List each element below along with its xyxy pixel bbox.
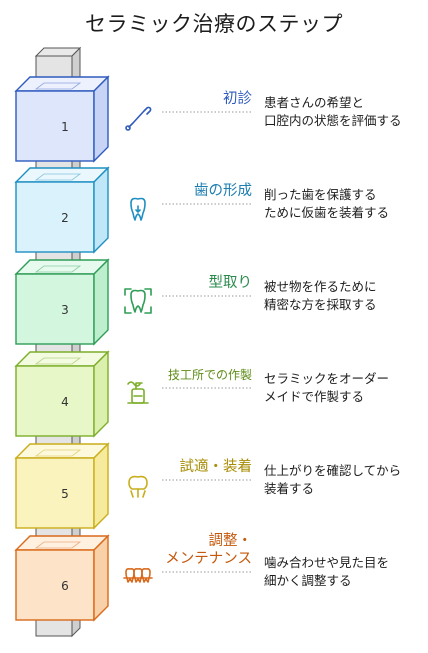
step-block-2: 2 — [14, 166, 110, 254]
tooth-scan-icon — [124, 288, 152, 314]
step-description-line: 細かく調整する — [264, 573, 352, 588]
block-side — [93, 534, 109, 622]
crown-icon — [128, 475, 148, 498]
step-description-line: 被せ物を作るために — [264, 279, 377, 294]
block-top-inner — [34, 173, 82, 181]
step-number: 4 — [61, 395, 69, 409]
step-description-line: 患者さんの希望と — [264, 95, 365, 110]
lab-icon — [127, 381, 149, 404]
step-block-6: 6 — [14, 534, 110, 622]
step-description: 削った歯を保護するために仮歯を装着する — [264, 186, 389, 222]
step-number: 1 — [61, 120, 69, 134]
block-side — [93, 258, 109, 346]
block-top-inner — [34, 82, 82, 90]
step-label: 技工所での作製 — [167, 368, 252, 382]
block-top-inner — [34, 265, 82, 273]
block-top-inner — [34, 541, 82, 549]
step-description-line: セラミックをオーダー — [264, 371, 390, 386]
block-top-inner — [34, 449, 82, 457]
step-description: 被せ物を作るために精密な方を採取する — [264, 278, 377, 314]
step-description: 患者さんの希望と口腔内の状態を評価する — [264, 94, 402, 130]
block-side — [93, 166, 109, 254]
step-number: 2 — [61, 211, 69, 225]
step-description-line: 噛み合わせや見た目を — [264, 555, 390, 570]
block-front — [15, 549, 95, 621]
step-description: 噛み合わせや見た目を細かく調整する — [264, 554, 389, 590]
step-number: 6 — [61, 579, 69, 593]
block-front — [15, 457, 95, 529]
block-side — [93, 75, 109, 163]
step-description: セラミックをオーダーメイドで作製する — [264, 370, 389, 406]
step-number: 5 — [61, 487, 69, 501]
diagram-title: セラミック治療のステップ — [85, 12, 343, 36]
teeth-icon — [123, 568, 153, 583]
dental-probe-icon — [125, 106, 152, 131]
step-label: 初診 — [223, 91, 252, 107]
step-description-line: 削った歯を保護する — [264, 187, 377, 202]
tooth-prep-icon — [130, 197, 146, 221]
step-description-line: メイドで作製する — [264, 389, 365, 404]
step-block-4: 4 — [14, 350, 110, 438]
step-number: 3 — [61, 303, 69, 317]
step-description-line: 装着する — [264, 481, 315, 496]
block-side — [93, 442, 109, 530]
step-description: 仕上がりを確認してから装着する — [264, 462, 401, 498]
block-front — [15, 273, 95, 345]
step-block-3: 3 — [14, 258, 110, 346]
block-front — [15, 90, 95, 162]
step-block-1: 1 — [14, 75, 110, 163]
step-description-line: 仕上がりを確認してから — [264, 463, 402, 478]
block-front — [15, 181, 95, 253]
step-label: 歯の形成 — [194, 183, 252, 199]
step-label: 試適・装着 — [179, 459, 253, 475]
step-description-line: ために仮歯を装着する — [264, 205, 390, 220]
block-front — [15, 365, 95, 437]
step-description-line: 口腔内の状態を評価する — [264, 113, 402, 128]
step-block-5: 5 — [14, 442, 110, 530]
block-top-inner — [34, 357, 82, 365]
step-label: 調整・ メンテナンス — [165, 533, 252, 567]
block-side — [93, 350, 109, 438]
step-label: 型取り — [208, 275, 253, 291]
step-description-line: 精密な方を採取する — [264, 297, 377, 312]
